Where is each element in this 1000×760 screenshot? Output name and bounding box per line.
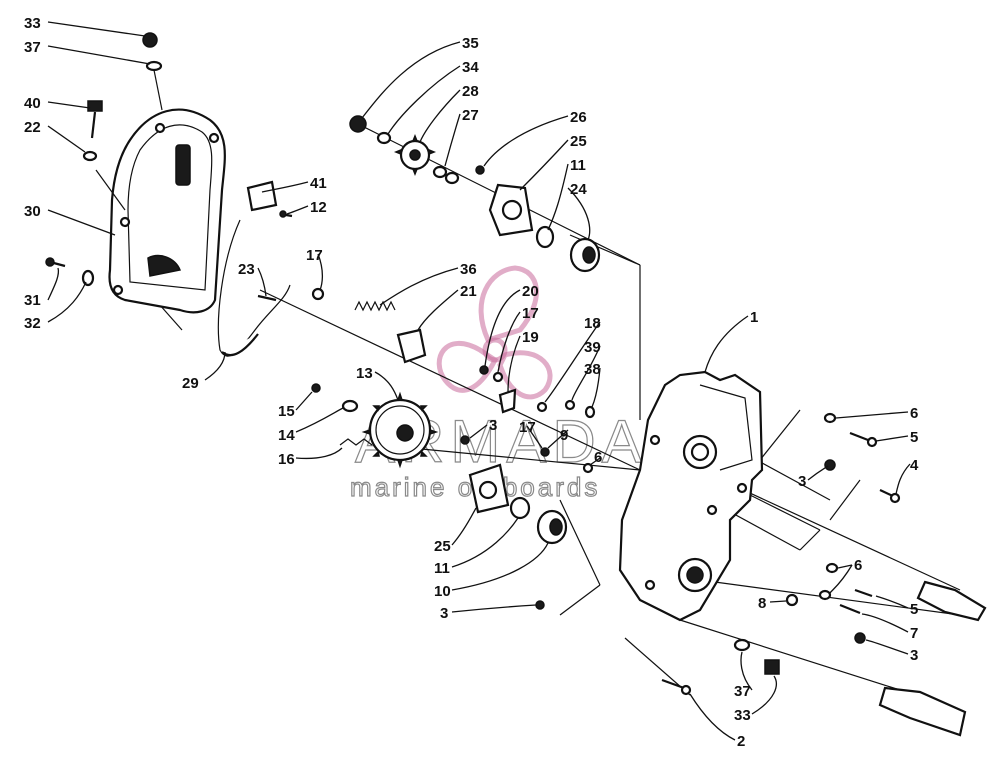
callout-17: 17 xyxy=(522,305,539,322)
callout-31: 31 xyxy=(24,292,41,309)
callout-6: 6 xyxy=(910,405,918,422)
watermark-logo xyxy=(436,265,553,400)
callout-1: 1 xyxy=(750,309,758,326)
callout-33: 33 xyxy=(734,707,751,724)
callout-20: 20 xyxy=(522,283,539,300)
callout-3: 3 xyxy=(440,605,448,622)
callout-32: 32 xyxy=(24,315,41,332)
middle-shaft-parts xyxy=(311,287,596,419)
callout-14: 14 xyxy=(278,427,295,444)
callout-34: 34 xyxy=(462,59,479,76)
callout-6: 6 xyxy=(594,449,602,466)
callout-5: 5 xyxy=(910,601,918,618)
right-hardware xyxy=(661,412,987,737)
callout-36: 36 xyxy=(460,261,477,278)
tensioner-spring-36 xyxy=(354,300,396,312)
callout-17: 17 xyxy=(306,247,323,264)
callout-24: 24 xyxy=(570,181,587,198)
callout-35: 35 xyxy=(462,35,479,52)
lower-sprocket-13 xyxy=(361,391,439,469)
callout-6: 6 xyxy=(854,557,862,574)
callout-40: 40 xyxy=(24,95,41,112)
callout-25: 25 xyxy=(434,538,451,555)
callout-3: 3 xyxy=(910,647,918,664)
sprocket-28 xyxy=(393,133,437,177)
chaincase-housing-1 xyxy=(618,370,764,622)
callout-11: 11 xyxy=(570,157,586,174)
callout-33: 33 xyxy=(24,15,41,32)
callout-2: 2 xyxy=(737,733,745,750)
callout-5: 5 xyxy=(910,429,918,446)
bearing-24 xyxy=(569,237,601,273)
callout-10: 10 xyxy=(434,583,451,600)
callout-27: 27 xyxy=(462,107,479,124)
drive-shaft-lower xyxy=(878,686,967,737)
callout-37: 37 xyxy=(24,39,41,56)
callout-12: 12 xyxy=(310,199,327,216)
callout-28: 28 xyxy=(462,83,479,100)
hardware-top-left xyxy=(45,32,163,287)
callout-22: 22 xyxy=(24,119,41,136)
bearing-flange-25-lower xyxy=(468,463,510,514)
callout-21: 21 xyxy=(460,283,477,300)
callout-18: 18 xyxy=(584,315,601,332)
callout-13: 13 xyxy=(356,365,373,382)
callout-23: 23 xyxy=(238,261,255,278)
callout-41: 41 xyxy=(310,175,327,192)
callout-3: 3 xyxy=(489,417,497,434)
callout-19: 19 xyxy=(522,329,539,346)
callout-25: 25 xyxy=(570,133,587,150)
callout-4: 4 xyxy=(910,457,919,474)
bearing-flange-25-upper xyxy=(488,183,534,237)
chaincase-cover-30 xyxy=(108,108,226,314)
callout-26: 26 xyxy=(570,109,587,126)
callout-29: 29 xyxy=(182,375,199,392)
callout-30: 30 xyxy=(24,203,41,220)
bearing-10 xyxy=(536,509,568,545)
callout-37: 37 xyxy=(734,683,751,700)
upper-shaft-parts xyxy=(349,115,601,273)
callout-7: 7 xyxy=(910,625,918,642)
callout-9: 9 xyxy=(560,427,568,444)
leader-lines xyxy=(47,21,911,741)
callout-39: 39 xyxy=(584,339,601,356)
callout-11: 11 xyxy=(434,560,450,577)
cover-small-parts xyxy=(217,180,293,357)
callout-15: 15 xyxy=(278,403,295,420)
tensioner-block-21 xyxy=(396,328,427,364)
callout-8: 8 xyxy=(758,595,766,612)
lower-hardware xyxy=(311,383,594,610)
callout-17: 17 xyxy=(519,419,536,436)
callout-16: 16 xyxy=(278,451,295,468)
callout-3: 3 xyxy=(798,473,806,490)
drive-shaft-upper xyxy=(916,580,987,622)
callout-labels: 33 37 40 22 30 31 32 35 34 28 27 26 25 1… xyxy=(24,15,919,750)
callout-38: 38 xyxy=(584,361,601,378)
